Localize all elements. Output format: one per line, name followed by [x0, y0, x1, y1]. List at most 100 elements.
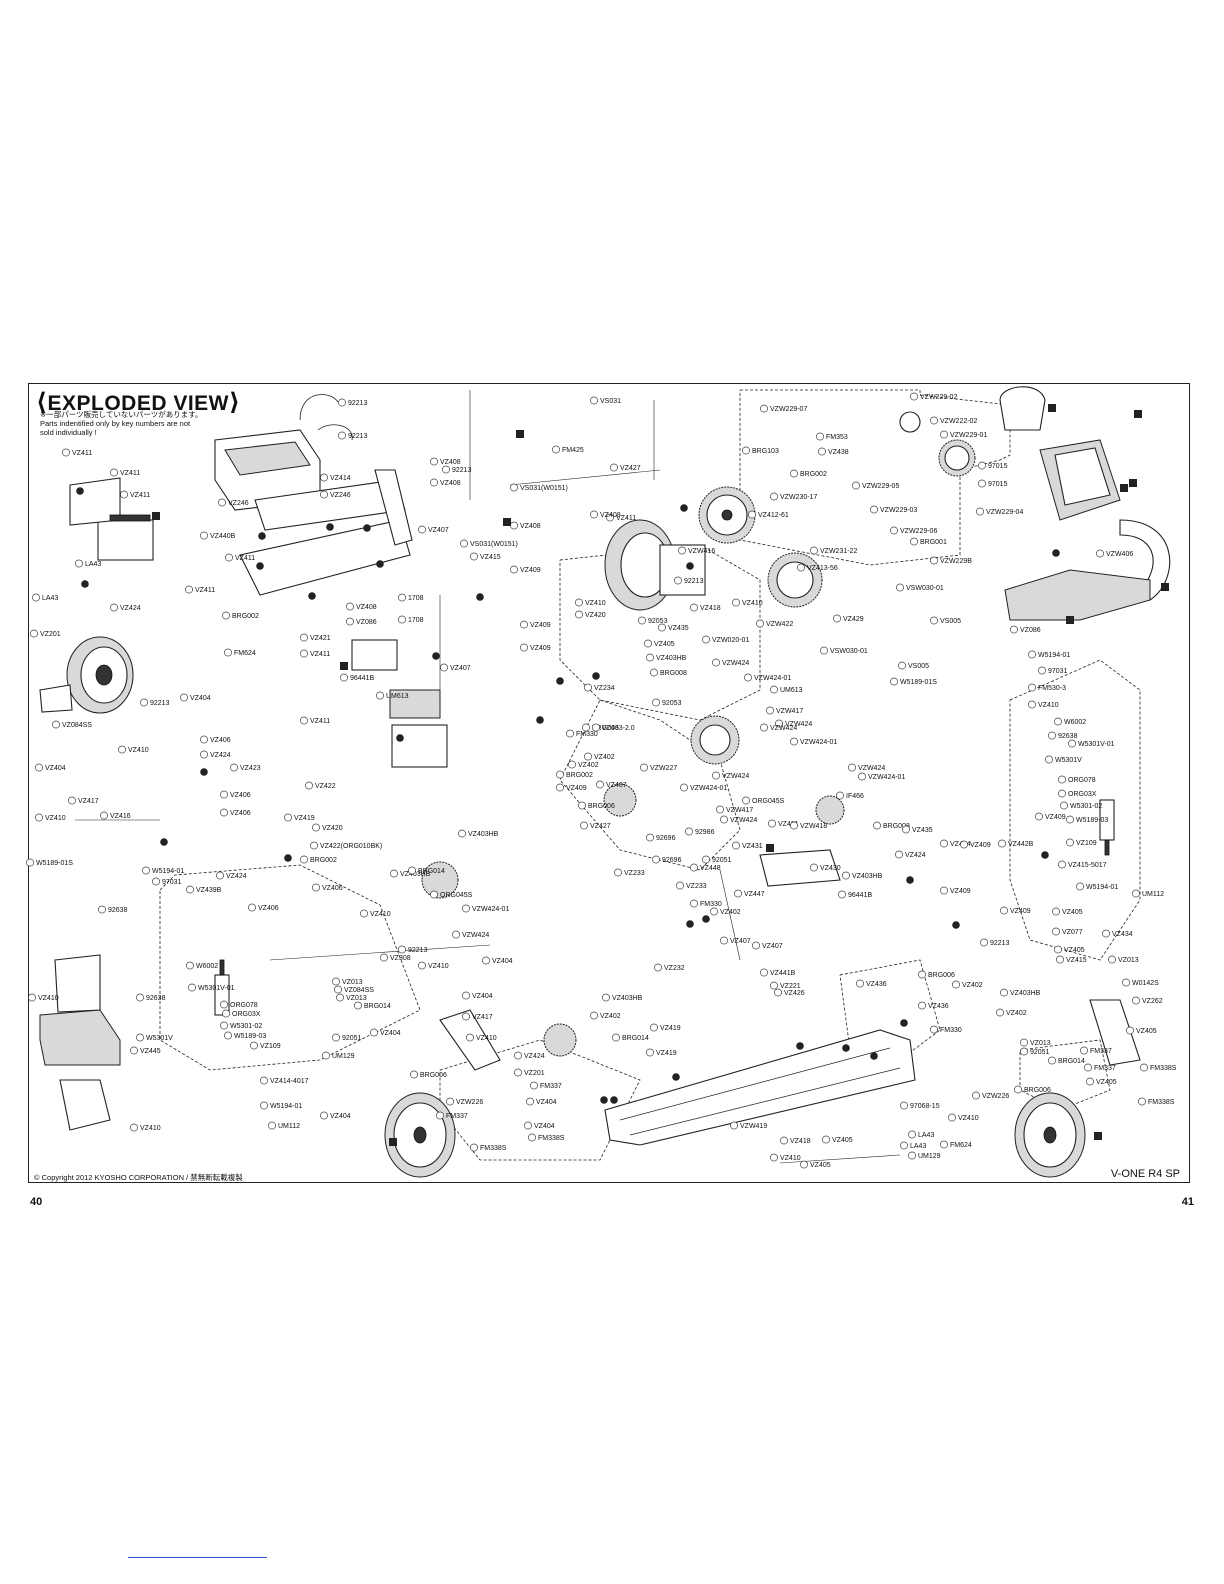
x-icon: [1134, 410, 1142, 418]
x-icon: [1161, 583, 1169, 591]
part-label: VZ404: [190, 695, 211, 702]
part-label: VZ411: [195, 587, 215, 594]
letter-key-icon: [556, 677, 564, 685]
circled-number-icon: [712, 771, 720, 780]
letter-key-icon: [592, 672, 600, 680]
circled-number-icon: [702, 635, 710, 644]
part-label: FM624: [234, 650, 256, 657]
circled-number-icon: [590, 396, 598, 405]
part-label: LA43: [910, 1143, 926, 1150]
circled-number-icon: [28, 993, 36, 1002]
circled-number-icon: [818, 447, 826, 456]
part-label: VZW229-05: [862, 483, 899, 490]
circled-number-icon: [1020, 1047, 1028, 1056]
circled-number-icon: [584, 683, 592, 692]
part-label: VZ402: [600, 1013, 621, 1020]
part-label: IF466: [846, 793, 864, 800]
part-label: FM338S: [480, 1145, 507, 1152]
circled-number-icon: [1076, 882, 1084, 891]
part-label: VZ246: [228, 500, 249, 507]
part-label: VZ232: [664, 965, 685, 972]
part-label: VZ410: [780, 1155, 801, 1162]
circled-number-icon: [370, 1028, 378, 1037]
circled-number-icon: [376, 691, 384, 700]
part-label: VZ409: [520, 567, 541, 574]
circled-number-icon: [510, 483, 518, 492]
part-label: VZ013: [1030, 1040, 1051, 1047]
part-label: VZW424: [462, 932, 489, 939]
letter-key-icon: [906, 876, 914, 884]
part-label: BRG006: [588, 803, 615, 810]
part-label: FM337: [1094, 1065, 1116, 1072]
part-label: VZW419: [740, 1123, 767, 1130]
part-label: VZ418: [700, 605, 721, 612]
part-label: VZ409: [530, 622, 551, 629]
circled-number-icon: [690, 899, 698, 908]
part-label: BRG014: [418, 868, 445, 875]
part-label: 92213: [348, 433, 368, 440]
circled-number-icon: [305, 781, 313, 790]
x-icon: [1048, 404, 1056, 412]
part-label: VZ435: [912, 827, 933, 834]
circled-number-icon: [460, 539, 468, 548]
part-label: 92986: [695, 829, 715, 836]
part-label: VZ109: [260, 1043, 281, 1050]
part-label: VZ436: [928, 1003, 949, 1010]
part-label: VZW424: [730, 817, 757, 824]
part-label: VZW424: [722, 660, 749, 667]
part-label: VZ410: [128, 747, 149, 754]
part-label: VZ405: [810, 1162, 831, 1169]
part-label: VZW406: [1106, 551, 1133, 558]
circled-number-icon: [748, 510, 756, 519]
part-label: VZ440B: [210, 533, 236, 540]
part-label: VZ407: [606, 782, 627, 789]
circled-number-icon: [260, 1076, 268, 1085]
circled-number-icon: [816, 432, 824, 441]
letter-key-icon: [256, 562, 264, 570]
circled-number-icon: [646, 833, 654, 842]
circled-number-icon: [836, 791, 844, 800]
footer-link-line: [128, 1557, 267, 1558]
part-label: VZ408: [520, 523, 541, 530]
circled-number-icon: [300, 855, 308, 864]
circled-number-icon: [775, 719, 783, 728]
part-label: VZ233: [624, 870, 645, 877]
circled-number-icon: [646, 653, 654, 662]
part-label: BRG006: [420, 1072, 447, 1079]
circled-number-icon: [482, 956, 490, 965]
part-label: 92638: [1058, 733, 1078, 740]
circled-number-icon: [185, 585, 193, 594]
circled-number-icon: [186, 961, 194, 970]
circled-number-icon: [1056, 955, 1064, 964]
part-label: FM338S: [538, 1135, 565, 1142]
circled-number-icon: [614, 868, 622, 877]
part-label: VZ411: [130, 492, 150, 499]
circled-number-icon: [68, 796, 76, 805]
circled-number-icon: [895, 850, 903, 859]
part-label: W5301-02: [1070, 803, 1102, 810]
part-label: W6002: [1064, 719, 1086, 726]
part-label: BRG103: [752, 448, 779, 455]
letter-key-icon: [432, 652, 440, 660]
part-label: BRG002: [310, 857, 337, 864]
part-label: VZ109: [1076, 840, 1097, 847]
circled-number-icon: [766, 706, 774, 715]
x-icon: [152, 512, 160, 520]
part-label: VZW229-07: [770, 406, 807, 413]
clutch-bell: [899, 411, 976, 477]
letter-key-icon: [842, 1044, 850, 1052]
circled-number-icon: [900, 1141, 908, 1150]
circled-number-icon: [948, 1113, 956, 1122]
part-label: VZ424: [210, 752, 231, 759]
part-label: VZ403HB: [468, 831, 499, 838]
part-label: VZ406: [322, 885, 343, 892]
circled-number-icon: [1028, 650, 1036, 659]
circled-number-icon: [638, 616, 646, 625]
part-label: VZ406: [230, 792, 251, 799]
circled-number-icon: [398, 615, 406, 624]
circled-number-icon: [1048, 1056, 1056, 1065]
part-label: VZ407: [730, 938, 751, 945]
part-label: W5189-01S: [900, 679, 937, 686]
circled-number-icon: [822, 1135, 830, 1144]
